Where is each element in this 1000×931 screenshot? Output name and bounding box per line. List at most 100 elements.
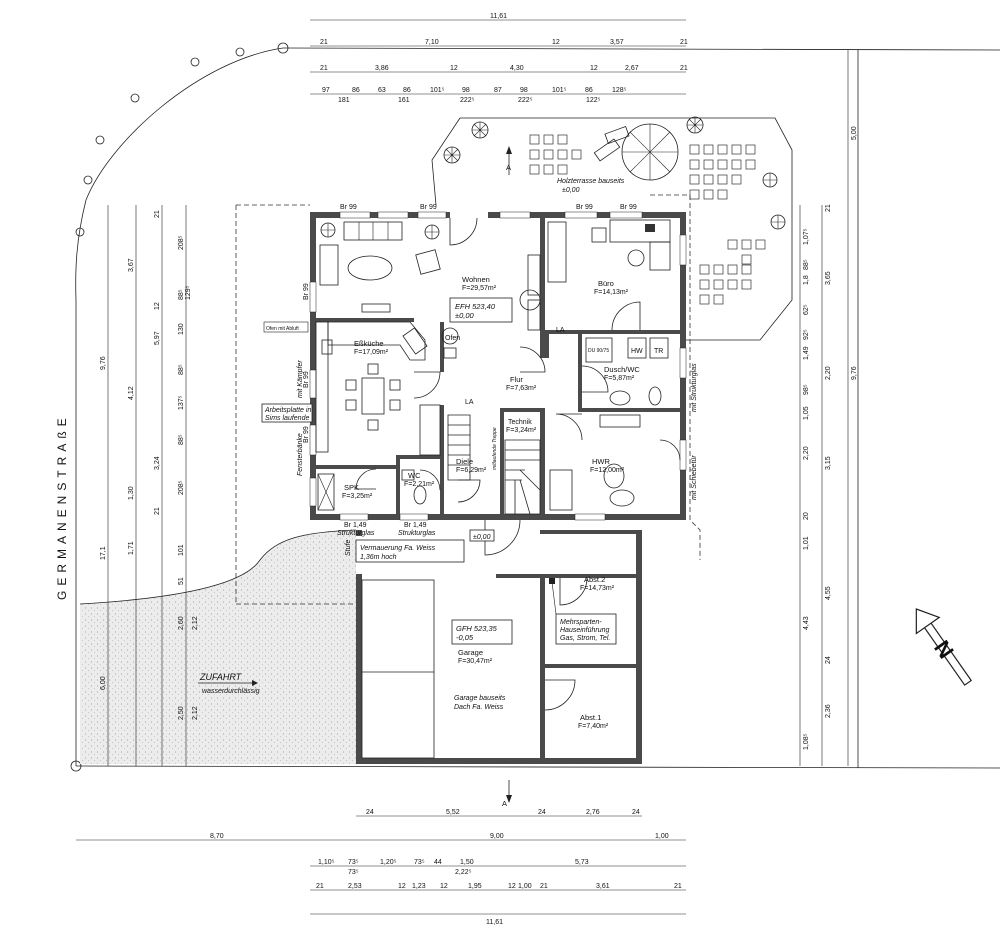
dim-text: 130 (178, 323, 185, 335)
dim-text: 86 (403, 87, 411, 94)
dim-text: 6,00 (100, 676, 107, 690)
treppe-label: mitlaufende Treppe (492, 427, 498, 470)
north-arrow-icon: N (915, 608, 973, 686)
spartenraum-line1: Mehrsparten- (560, 619, 602, 626)
hw-label: HW (631, 348, 643, 355)
dim-text: 1,20⁵ (380, 859, 397, 866)
driveway-area (79, 529, 357, 764)
plant-icon (320, 222, 336, 238)
garage-level-value: -0,05 (456, 633, 474, 642)
dim-text: 86 (585, 87, 593, 94)
dim-text: 88⁵ (178, 434, 185, 445)
dim-text: 4,30 (510, 65, 524, 72)
dimension-lines: 11,61 21 7,10 12 3,57 21 21 3,86 12 4,30… (76, 13, 858, 926)
dim-text: 24 (366, 809, 374, 816)
dim-text: 20 (803, 512, 810, 520)
plant-icon (686, 116, 704, 134)
plant-icon (762, 172, 778, 188)
dim-text: 2,60 (178, 616, 185, 630)
level-box-garage: GFH 523,35 -0,05 (451, 619, 513, 645)
dim-text: 1,10⁵ (318, 859, 335, 866)
dim-text: 88⁵ (178, 364, 185, 375)
dim-text: 8,70 (210, 833, 224, 840)
dim-text: 4,43 (803, 616, 810, 630)
furniture (315, 219, 671, 515)
dim-text: 222⁵ (518, 97, 533, 104)
dim-text: 3,15 (825, 456, 832, 470)
dim-text: 12 (508, 883, 516, 890)
arbeitsplatte-line1: Arbeitsplatte in (264, 407, 311, 414)
dim-text: 1,08⁵ (803, 733, 810, 750)
dim-text: 181 (338, 97, 350, 104)
dim-text: 9,76 (851, 366, 858, 380)
dim-text: 1,05 (803, 406, 810, 420)
room-abst2-name: Abst.2 (584, 575, 605, 584)
dim-text: 2,20 (825, 366, 832, 380)
dim-text: 63 (378, 87, 386, 94)
misc-notes: Ofen mit Abluft Ofen LA LA HW TR DU 90/7… (263, 146, 698, 808)
dim-text: 21 (320, 65, 328, 72)
garage-level-name: GFH 523,35 (456, 624, 498, 633)
strukturglas-3: mit Strukturglas (691, 363, 698, 412)
entry-level: ±0,00 (473, 534, 491, 541)
room-wc-name: WC (408, 471, 421, 480)
terrace: Holzterrasse bauseits ±0,00 (431, 116, 793, 341)
dim-text: 12 (552, 39, 560, 46)
spartenraum-line3: Gas, Strom, Tel. (560, 635, 610, 642)
dim-text: 3,67 (128, 258, 135, 272)
dim-text: 1,71 (128, 541, 135, 555)
dim-text: 101⁵ (552, 87, 567, 94)
section-a-top: A (506, 163, 511, 172)
arbeitsplatte-note: Arbeitsplatte in Sims laufende (261, 403, 313, 423)
plant-icon (770, 214, 786, 230)
dim-text: 2,67 (625, 65, 639, 72)
dim-text: 1,49 (803, 346, 810, 360)
dusche-label: DU 90/75 (588, 348, 609, 354)
schiebetuer-label: mit Schiebetür (691, 455, 698, 500)
terrace-tiles (529, 134, 766, 305)
section-a-bottom: A (502, 799, 507, 808)
room-hwr-name: HWR (592, 457, 610, 466)
dim-text: 4,12 (128, 386, 135, 400)
dim-text: 128⁵ (612, 87, 627, 94)
tr-label: TR (654, 348, 663, 355)
dim-text: 92⁵ (803, 329, 810, 340)
arbeitsplatte-line2: Sims laufende (265, 415, 309, 422)
dim-text: 88⁵ (803, 259, 810, 270)
dim-text: 98 (520, 87, 528, 94)
terrace-label: Holzterrasse bauseits (557, 178, 625, 185)
vermauerung-note: Vermauerung Fa. Weiss 1,36m hoch (355, 539, 465, 563)
dim-text: 21 (674, 883, 682, 890)
br-label: Br 1,49 (404, 522, 427, 529)
dim-text: 5,73 (575, 859, 589, 866)
dim-text: 1,23 (412, 883, 426, 890)
vermauerung-text: Vermauerung Fa. Weiss (360, 545, 436, 552)
plant-icon (424, 224, 440, 240)
spartenraum-note: Mehrsparten- Hauseinführung Gas, Strom, … (549, 578, 617, 645)
dim-text: 62⁵ (803, 304, 810, 315)
dim-text: 2,53 (348, 883, 362, 890)
dim-text: 4,55 (825, 586, 832, 600)
dim-text: 2,12 (192, 616, 199, 630)
room-dusche-name: Dusch/WC (604, 365, 640, 374)
spartenraum-line2: Hauseinführung (560, 627, 610, 634)
dim-text: 3,24 (154, 456, 161, 470)
dim-text: 1,01 (803, 536, 810, 550)
house-level-name: EFH 523,40 (455, 302, 496, 311)
dim-text: 17,1 (100, 546, 107, 560)
dim-text: 1,00 (655, 833, 669, 840)
dim-text: 2,22⁵ (455, 869, 472, 876)
garage-bauseits: Garage bauseits (454, 695, 506, 702)
room-flur-area: F=7,63m² (506, 385, 537, 392)
dim-text: 137⁵ (178, 395, 185, 410)
dim-text: 98⁵ (803, 384, 810, 395)
room-dusche-area: F=5,87m² (604, 375, 635, 382)
dim-text: 88⁵ (178, 289, 185, 300)
entry-level-box: ±0,00 (469, 529, 495, 542)
room-kueche-name: Eßküche (354, 339, 384, 348)
strukturglas-2: Strukturglas (398, 530, 436, 537)
vermauerung-height: 1,36m hoch (360, 554, 397, 561)
abst2-door-swing (559, 577, 588, 606)
strukturglas-1: Strukturglas (337, 530, 375, 537)
dim-text: 122⁵ (586, 97, 601, 104)
